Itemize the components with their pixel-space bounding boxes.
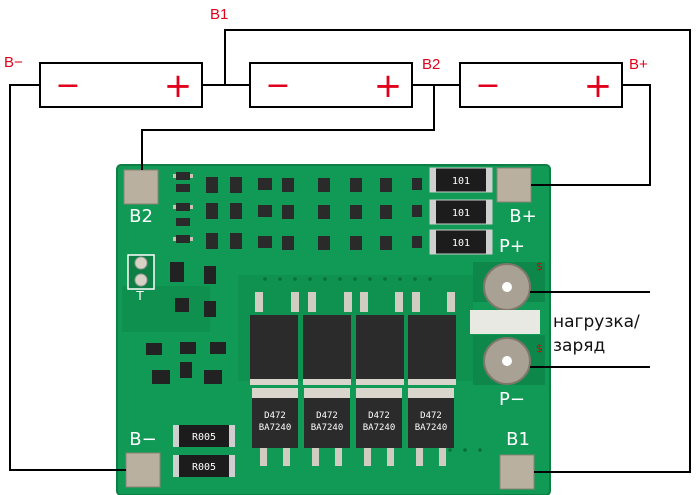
mosfet-marking-3b: BA7240 — [363, 423, 396, 433]
output-pads — [470, 263, 540, 385]
mosfet-marking-4b: BA7240 — [415, 423, 448, 433]
mosfet-marking-4: D472 — [420, 411, 442, 421]
mosfet-top-row — [250, 292, 456, 385]
pcb-label-p-plus: P+ — [499, 236, 525, 257]
side-mark-top: $ — [536, 260, 543, 273]
pcb-label-b-plus: B+ — [509, 206, 536, 227]
mosfet-marking-2: D472 — [316, 411, 338, 421]
pcb-label-p-minus: P− — [499, 389, 525, 410]
connection-label-line2: заряд — [553, 336, 605, 356]
mosfet-marking-1: D472 — [264, 411, 286, 421]
cell-2-positive: + — [374, 66, 403, 106]
resistor-code-1: 101 — [452, 176, 470, 187]
resistor-code-3: 101 — [452, 238, 470, 249]
resistor-r005-group: R005 R005 — [173, 425, 235, 477]
square-pads — [123, 167, 535, 490]
wire-label-b2: B2 — [422, 56, 440, 73]
smd-component-array — [173, 172, 422, 250]
mosfet-bottom-row: D472 BA7240 D472 BA7240 D472 BA7240 D472… — [252, 388, 454, 466]
pcb-label-b2: B2 — [129, 206, 153, 227]
pcb-label-b1: B1 — [506, 429, 530, 450]
battery-cell-2: − + — [249, 62, 413, 108]
cell-1-negative: − — [55, 68, 80, 103]
wires — [9, 29, 691, 473]
wire-label-b-minus: B− — [4, 54, 23, 71]
resistor-101-group: 101 101 101 — [429, 167, 493, 255]
cell-3-positive: + — [584, 66, 613, 106]
resistor-code-2: 101 — [452, 208, 470, 219]
pcb-label-t: T — [135, 289, 144, 303]
side-mark-bottom: $ — [536, 342, 543, 355]
mosfet-marking-2b: BA7240 — [311, 423, 344, 433]
connection-label-line1: нагрузка/ — [553, 312, 640, 332]
cell-2-negative: − — [265, 68, 290, 103]
battery-cell-1: − + — [39, 62, 203, 108]
pcb-label-b-minus: B− — [129, 429, 156, 450]
resistor-code-4: R005 — [192, 432, 216, 443]
cell-1-positive: + — [164, 66, 193, 106]
resistor-code-5: R005 — [192, 462, 216, 473]
mosfet-marking-1b: BA7240 — [259, 423, 292, 433]
cell-3-negative: − — [475, 68, 500, 103]
thermistor-pads — [127, 254, 226, 384]
mosfet-marking-3: D472 — [368, 411, 390, 421]
wire-label-b-plus: B+ — [629, 56, 648, 73]
wire-label-b1: B1 — [210, 6, 228, 23]
battery-cell-3: − + — [459, 62, 623, 108]
